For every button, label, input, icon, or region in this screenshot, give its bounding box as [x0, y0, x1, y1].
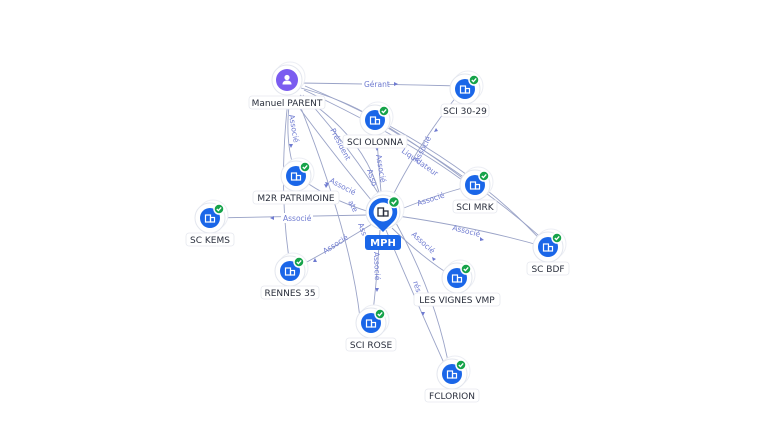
edge-label-associe-rose: Associé	[372, 252, 382, 281]
edge-label-gerant: Gérant	[364, 80, 390, 89]
node-rennes-35[interactable]: RENNES 35	[260, 252, 320, 300]
node-label: MPH	[370, 238, 396, 249]
company-icon	[204, 214, 216, 223]
company-icon	[369, 116, 381, 125]
company-icon	[446, 370, 458, 379]
node-label: SCI 30-29	[443, 107, 487, 117]
node-label: SC BDF	[531, 265, 564, 275]
edge-label-associe-mph-mrk: Associé	[416, 190, 446, 207]
node-label: SC KEMS	[190, 236, 230, 246]
company-icon	[284, 267, 296, 276]
edge-label-associe-kems: Associé	[283, 214, 312, 223]
node-sc-kems[interactable]: SC KEMS	[185, 199, 235, 247]
person-icon	[282, 74, 292, 85]
company-icon	[542, 243, 554, 252]
node-sc-bdf[interactable]: SC BDF	[526, 228, 570, 276]
node-label: FCLORION	[429, 392, 475, 402]
company-icon	[365, 319, 377, 328]
node-label: SCI ROSE	[350, 341, 393, 351]
node-label: Manuel PARENT	[252, 99, 323, 109]
node-label: RENNES 35	[264, 289, 315, 299]
edge-label-associe-parent-m2r: Associé	[287, 114, 301, 144]
node-sci-olonna[interactable]: SCI OLONNA	[342, 101, 408, 149]
node-label: LES VIGNES VMP	[419, 296, 495, 306]
edge-label-ate: ate	[346, 199, 360, 214]
edge-parent-rose	[296, 97, 361, 319]
node-sci-30-29[interactable]: SCI 30-29	[440, 70, 490, 118]
node-m2r-patrimoine[interactable]: M2R PATRIMOINE	[252, 157, 340, 205]
node-les-vignes-vmp[interactable]: LES VIGNES VMP	[413, 259, 501, 307]
edge-label-res-fclorion: rés	[411, 280, 423, 294]
edge-label-associe-mph-bdf: Associé	[452, 223, 482, 239]
node-label: SCI MRK	[456, 203, 495, 213]
edge-mph-bdf	[397, 215, 546, 248]
node-manuel-parent[interactable]: Manuel PARENT	[248, 61, 326, 110]
graph-nodes: Manuel PARENT SCI 30-29 SC	[185, 61, 570, 403]
edge-parent-mph-a	[291, 97, 377, 207]
edge-label-ass: Ass	[356, 222, 369, 237]
node-sci-rose[interactable]: SCI ROSE	[345, 304, 397, 352]
node-label: SCI OLONNA	[347, 138, 404, 148]
edge-mph-sci3029	[387, 89, 463, 206]
node-fclorion[interactable]: FCLORION	[424, 355, 480, 403]
company-icon	[290, 172, 302, 181]
node-sci-mrk[interactable]: SCI MRK	[452, 166, 498, 214]
edge-parent-kems-down	[283, 99, 291, 266]
node-label: M2R PATRIMOINE	[257, 194, 335, 204]
edge-parent-fclorion	[302, 94, 451, 373]
company-icon	[451, 274, 463, 283]
edge-label-associe-vignes: Associé	[410, 230, 437, 256]
company-icon	[377, 207, 389, 217]
company-icon	[459, 85, 471, 94]
node-mph-central[interactable]: MPH	[365, 190, 405, 250]
company-icon	[469, 181, 481, 190]
verified-check-icon	[387, 195, 401, 209]
